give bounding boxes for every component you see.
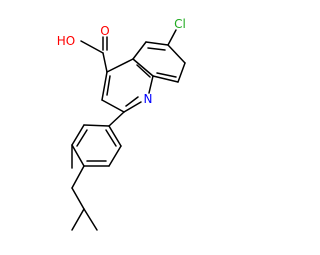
bond-c3-c4	[101, 71, 108, 101]
bond-c4a-c8a	[132, 58, 154, 77]
bond-c2-aryl	[108, 111, 125, 127]
bond-n-c2-inner	[125, 96, 139, 107]
chemical-structure: HO O Cl N	[57, 17, 186, 231]
bond-c2-c3	[101, 99, 125, 113]
bond-ch3-a	[71, 208, 85, 231]
bond-ch2	[71, 165, 85, 189]
hydroxyl-label: HO	[57, 34, 75, 48]
bond-c3-c4-inner	[106, 75, 111, 96]
nitrogen-label: N	[144, 92, 153, 106]
bonds	[71, 29, 186, 231]
bond-ch	[71, 187, 85, 210]
bond-c8-c8a	[152, 75, 179, 83]
bond-c-oh	[80, 40, 104, 54]
bond-ar-1	[83, 124, 110, 127]
bond-c5-c6	[145, 41, 169, 46]
bond-c4a-c5	[132, 41, 147, 60]
chlorine-label: Cl	[174, 17, 186, 31]
bond-c7-c8	[177, 62, 186, 83]
bond-ar-5	[108, 145, 122, 167]
bond-c4a-c8a-inner	[136, 64, 151, 78]
bond-ar-2	[71, 124, 85, 146]
bond-ar-2-inner	[76, 129, 88, 147]
structure-svg: HO O Cl N	[57, 17, 186, 231]
bond-c4-c4a	[106, 58, 134, 73]
bond-ar-6-inner	[105, 129, 117, 147]
bond-cooh-c4	[102, 52, 108, 73]
bond-c8a-n	[148, 75, 154, 94]
bond-n-c2	[123, 101, 142, 113]
bond-ar-3	[71, 144, 85, 167]
bond-ar-6	[108, 125, 122, 147]
bond-c6-cl	[167, 29, 177, 46]
bond-c6-c7	[167, 44, 186, 64]
bond-ch3-b	[83, 208, 98, 231]
bond-c8-c8a-inner	[156, 72, 177, 78]
carbonyl-oxygen-label: O	[100, 24, 109, 38]
bond-c5-c6-inner	[147, 47, 166, 51]
